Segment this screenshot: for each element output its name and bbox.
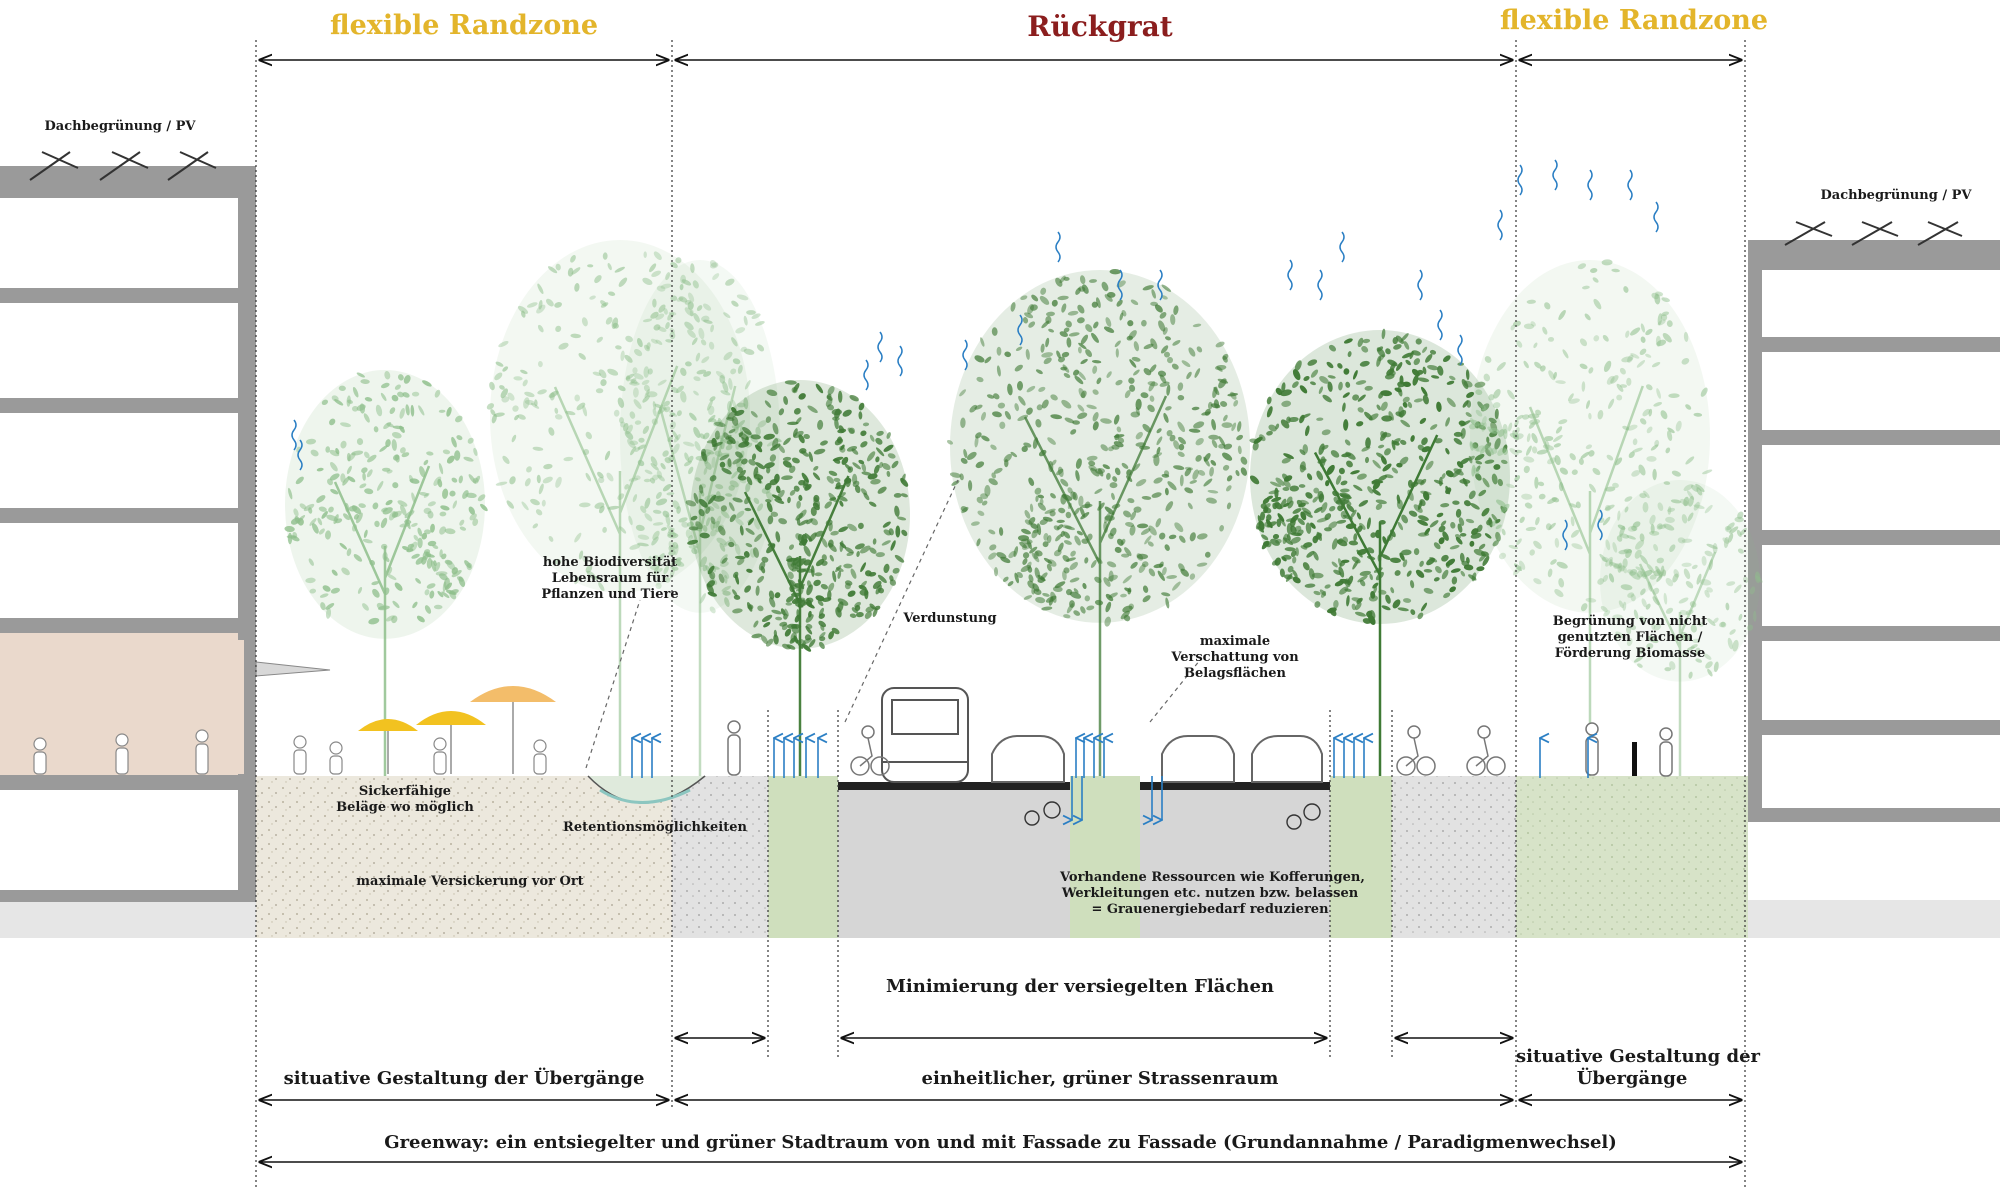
- annotation-resources: Vorhandene Ressourcen wie Kofferungen,We…: [1060, 870, 1365, 917]
- evaporation-icon: [897, 345, 903, 377]
- zone-label-left: flexible Randzone: [329, 10, 599, 41]
- solar-panel-icon: [1784, 221, 1963, 246]
- evaporation-icon: [1437, 309, 1443, 341]
- zone-label-right: flexible Randzone: [1500, 5, 1769, 36]
- evaporation-icon: [1317, 269, 1323, 301]
- pedestrian-icon: [727, 720, 1673, 777]
- green-strip-left: [768, 776, 838, 938]
- tree-icon: [1468, 259, 1713, 776]
- evaporation-icon: [1457, 334, 1463, 366]
- asphalt-right: [1140, 782, 1330, 790]
- dimension-label-greenway: Greenway: ein entsiegelter und grüner St…: [384, 1132, 1617, 1153]
- evaporation-icon: [1157, 269, 1163, 301]
- permeable-ground-right: [1516, 776, 1748, 938]
- bus-icon: [881, 687, 969, 783]
- zone-divider-lines: [255, 40, 1746, 1190]
- evaporation-icon: [1497, 209, 1503, 241]
- evaporation-icon: [1627, 169, 1633, 201]
- roadbed-right: [1140, 788, 1330, 938]
- evaporation-icon: [1597, 509, 1603, 541]
- tree-icon: [1249, 328, 1510, 776]
- dimension-arrows: [260, 60, 1741, 1162]
- cyclist-icon: [850, 725, 1506, 776]
- annotation-infiltration: maximale Versickerung vor Ort: [356, 874, 584, 889]
- pipe-icon: [1043, 801, 1061, 819]
- dimension-label-transitions-left: situative Gestaltung der Übergänge: [283, 1068, 645, 1089]
- evaporation-icon: [1562, 519, 1568, 551]
- pipe-icon: [1286, 814, 1302, 830]
- tree-icon: [1597, 480, 1763, 776]
- evaporation-icon: [877, 331, 883, 363]
- bollard: [1632, 742, 1637, 776]
- zone-label-core: Rückgrat: [1027, 10, 1173, 43]
- roadbed-left: [838, 788, 1070, 938]
- evaporation-icon: [1417, 269, 1423, 301]
- tree-icon: [685, 380, 910, 776]
- evaporation-icon: [1287, 259, 1293, 291]
- evaporation-icon: [1117, 269, 1123, 301]
- umbrella-icon: [358, 686, 556, 774]
- awning: [255, 661, 331, 677]
- evaporation-icon: [1017, 314, 1023, 346]
- evaporation-icon: [1552, 159, 1558, 191]
- evaporation-icon: [1517, 164, 1523, 196]
- roof-label-left: Dachbegrünung / PV: [44, 119, 196, 134]
- dimension-label-minimize: Minimierung der versiegelten Flächen: [885, 976, 1274, 997]
- evaporation-icon: [1055, 231, 1061, 263]
- evaporation-icon: [291, 419, 297, 451]
- evaporation-icon: [962, 339, 968, 371]
- annotation-retention: Retentionsmöglichkeiten: [563, 820, 747, 835]
- permeable-ground-left: [256, 776, 672, 938]
- evaporation-icon: [297, 439, 303, 471]
- tree-icon: [284, 370, 488, 776]
- car-icon: [991, 735, 1323, 783]
- gravel-strip-left: [672, 776, 768, 938]
- annotation-evaporation: Verdunstung: [903, 611, 997, 626]
- building-right: [1748, 240, 2000, 822]
- solar-panel-icon: [29, 151, 217, 181]
- tree-icon: [946, 268, 1250, 776]
- gravel-strip-right: [1392, 776, 1516, 938]
- evaporation-icon: [1653, 201, 1659, 233]
- evaporation-icon: [863, 359, 869, 391]
- leader-lines: [585, 479, 1201, 769]
- dimension-label-street-space: einheitlicher, grüner Strassenraum: [921, 1068, 1279, 1089]
- green-strip-right: [1330, 776, 1392, 938]
- evaporation-icon: [1587, 169, 1593, 201]
- pipe-icon: [1303, 803, 1321, 821]
- pipe-icon: [1024, 810, 1040, 826]
- outdoor-seating: [33, 729, 547, 775]
- roof-label-right: Dachbegrünung / PV: [1820, 188, 1972, 203]
- evaporation-icon: [1339, 231, 1345, 263]
- asphalt-left: [838, 782, 1070, 790]
- tree-icon: [486, 240, 750, 776]
